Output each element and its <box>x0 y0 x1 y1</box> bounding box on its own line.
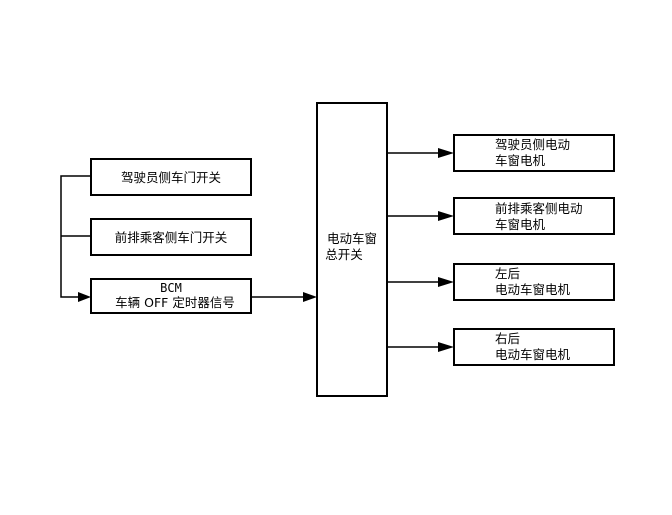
output-arrowhead-2 <box>438 211 454 221</box>
bcm-timer-box <box>90 278 252 314</box>
driver-window-motor-label-line2: 车窗电机 <box>495 153 546 168</box>
right-rear-window-motor-label-line2: 电动车窗电机 <box>495 347 571 362</box>
bcm-input-arrowhead <box>78 292 91 302</box>
output-arrowhead-1 <box>438 148 454 158</box>
output-arrowhead-3 <box>438 277 454 287</box>
passenger-window-motor-label-line1: 前排乘客侧电动 <box>495 201 583 216</box>
right-rear-window-motor-box <box>453 328 615 366</box>
passenger-window-motor-box <box>453 197 615 235</box>
passenger-door-switch-box <box>90 218 252 256</box>
left-rear-window-motor-box <box>453 263 615 301</box>
passenger-window-motor-label-line2: 车窗电机 <box>495 217 546 232</box>
driver-door-switch-box <box>90 158 252 196</box>
master-switch-box <box>316 102 388 397</box>
left-rear-window-motor-label-line1: 左后 <box>495 266 520 281</box>
left-rear-window-motor-label-line2: 电动车窗电机 <box>495 282 571 297</box>
driver-door-switch-label: 驾驶员侧车门开关 <box>121 170 221 185</box>
master-switch-label-line1: 电动车窗 <box>327 231 377 246</box>
driver-window-motor-label-line1: 驾驶员侧电动 <box>495 137 570 152</box>
passenger-door-switch-label: 前排乘客侧车门开关 <box>115 230 228 245</box>
master-switch-label-line2: 总开关 <box>325 247 363 262</box>
bcm-label: BCM <box>160 281 182 295</box>
right-rear-window-motor-label-line1: 右后 <box>495 331 520 346</box>
master-input-arrowhead <box>303 292 317 302</box>
output-arrowhead-4 <box>438 342 454 352</box>
driver-window-motor-box <box>453 134 615 172</box>
bcm-timer-signal-label: 车辆 OFF 定时器信号 <box>115 295 235 310</box>
